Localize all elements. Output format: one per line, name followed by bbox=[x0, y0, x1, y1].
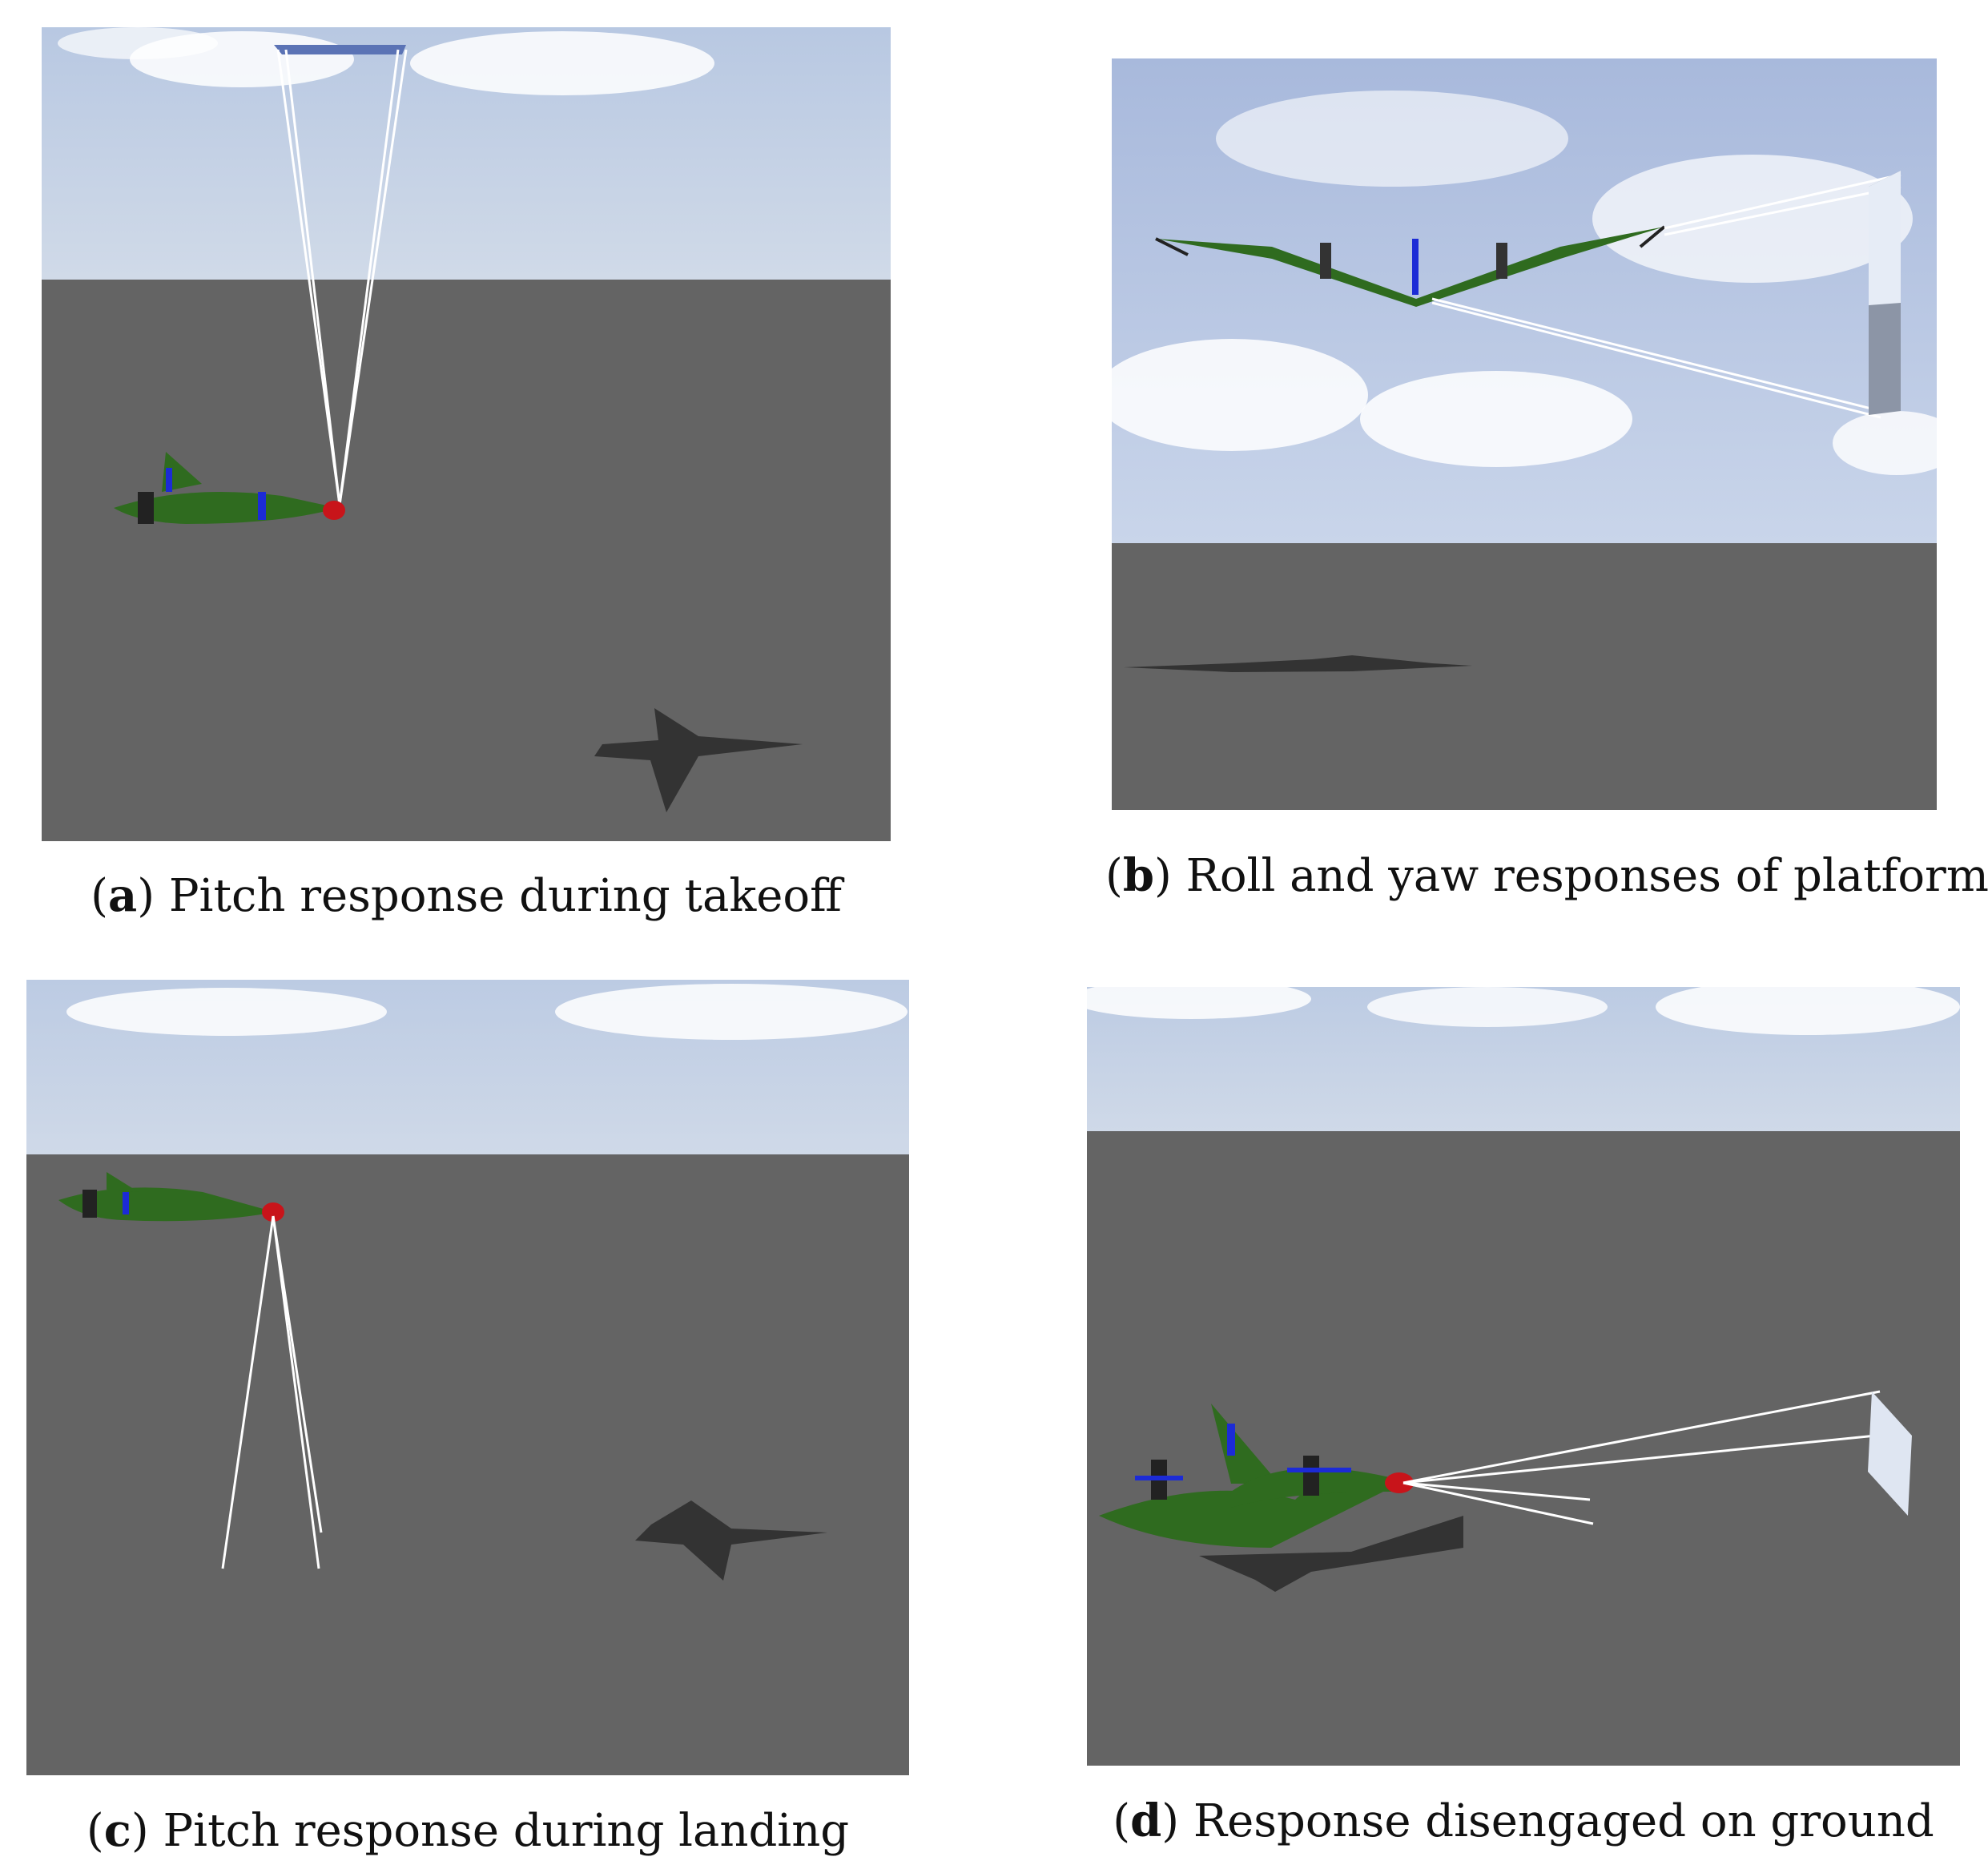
aircraft-nose bbox=[323, 501, 345, 520]
cloud bbox=[555, 984, 907, 1040]
caption-d: (d) Response disengaged on ground bbox=[1113, 1794, 1934, 1847]
caption-b-text: Roll and yaw responses of platform bbox=[1185, 850, 1988, 902]
caption-c-letter: c bbox=[103, 1804, 131, 1857]
cloud bbox=[1216, 91, 1568, 187]
cloud bbox=[1367, 987, 1608, 1027]
aircraft bbox=[58, 1172, 284, 1222]
camera-screen bbox=[1868, 1392, 1912, 1516]
caption-d-letter: d bbox=[1130, 1794, 1162, 1847]
panel-d-render bbox=[1087, 987, 1960, 1766]
ground bbox=[42, 280, 891, 841]
caption-a-letter: a bbox=[107, 869, 138, 922]
caption-c-text: Pitch response during landing bbox=[163, 1805, 850, 1857]
panel-b-render bbox=[1112, 58, 1937, 810]
panel-a-scene bbox=[42, 27, 891, 841]
aircraft-shadow bbox=[1124, 655, 1472, 672]
caption-d-text: Response disengaged on ground bbox=[1193, 1795, 1934, 1847]
aircraft-shadow bbox=[635, 1500, 827, 1581]
aircraft-nose bbox=[262, 1202, 284, 1222]
view-lines bbox=[1402, 1390, 1881, 1525]
cloud bbox=[66, 988, 387, 1036]
cloud bbox=[58, 27, 218, 59]
panel-c-scene bbox=[26, 980, 909, 1775]
aircraft bbox=[1155, 225, 1666, 307]
view-lines bbox=[276, 49, 408, 506]
caption-a-text: Pitch response during takeoff bbox=[168, 870, 842, 922]
cloud bbox=[1833, 411, 1937, 475]
aircraft-nose bbox=[1385, 1472, 1414, 1493]
cloud bbox=[1087, 987, 1311, 1019]
cloud bbox=[410, 31, 714, 95]
cloud bbox=[1592, 155, 1913, 283]
caption-b: (b) Roll and yaw responses of platform bbox=[1105, 849, 1988, 902]
camera-screen bbox=[274, 45, 406, 54]
caption-a: (a) Pitch response during takeoff bbox=[91, 869, 842, 922]
cloud bbox=[1360, 371, 1632, 467]
cloud bbox=[1656, 987, 1960, 1035]
aircraft bbox=[114, 452, 345, 524]
cloud bbox=[1112, 339, 1368, 451]
ground bbox=[1087, 1131, 1960, 1766]
aircraft-shadow bbox=[1199, 1516, 1463, 1592]
view-lines bbox=[221, 1215, 323, 1569]
camera-screen-sky bbox=[1869, 171, 1901, 305]
panel-a-render bbox=[42, 27, 891, 841]
ground bbox=[1112, 543, 1937, 810]
panel-b-scene bbox=[1112, 58, 1937, 810]
aircraft bbox=[1099, 1404, 1414, 1548]
caption-c: (c) Pitch response during landing bbox=[86, 1804, 850, 1857]
caption-b-letter: b bbox=[1122, 849, 1155, 902]
view-lines bbox=[1431, 173, 1901, 419]
panel-c-render bbox=[26, 980, 909, 1775]
ground bbox=[26, 1154, 909, 1775]
panel-d-scene bbox=[1087, 987, 1960, 1766]
